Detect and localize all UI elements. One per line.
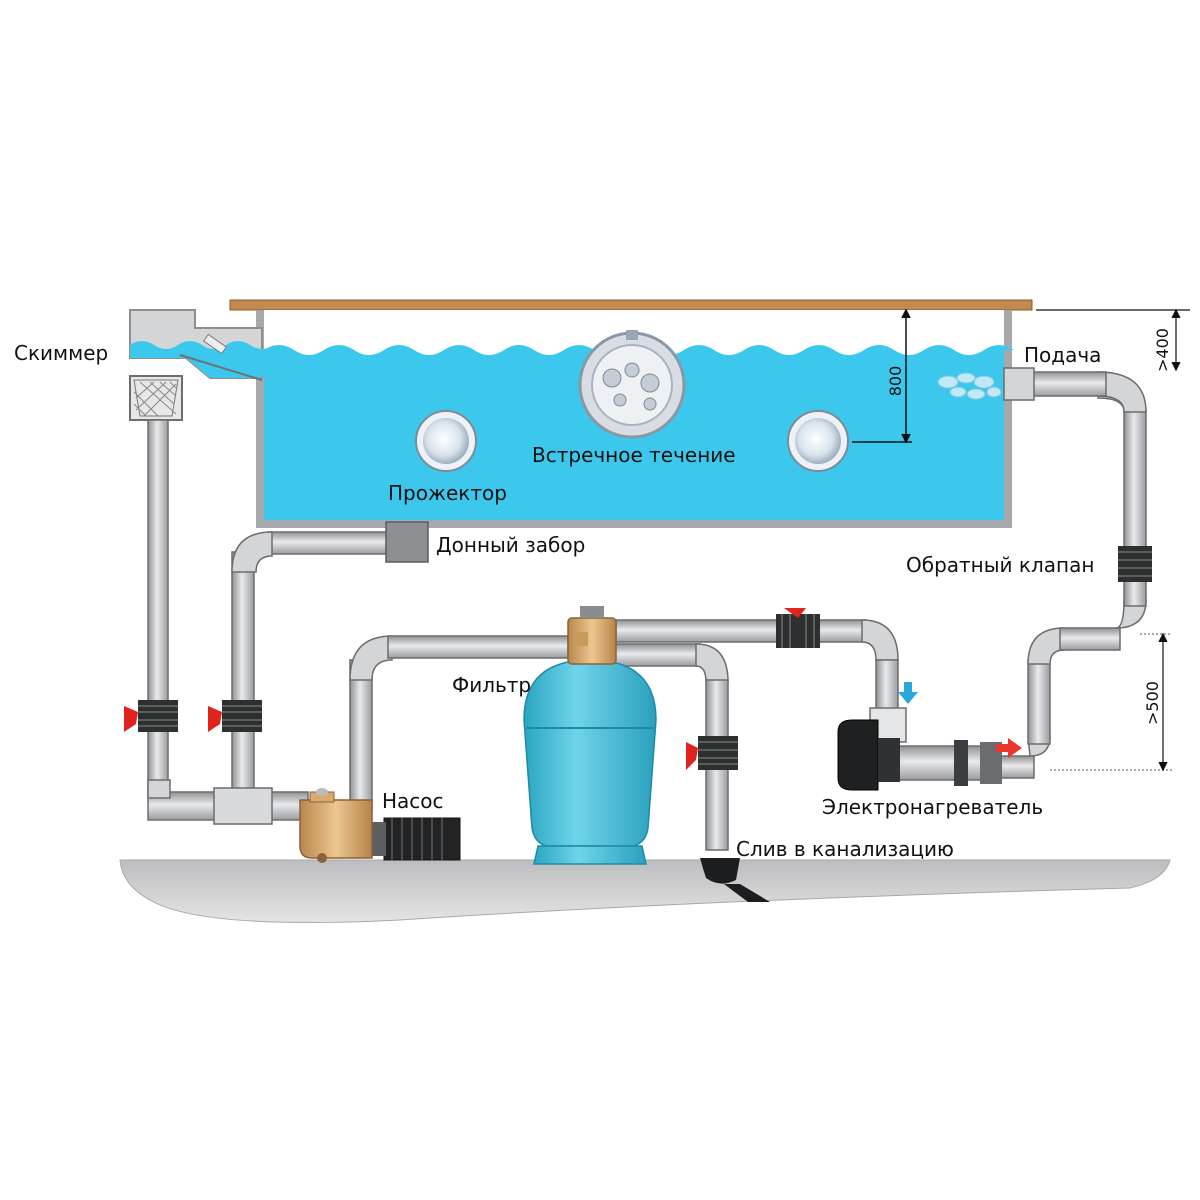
heater-label: Электронагреватель — [822, 795, 1043, 819]
filter-label: Фильтр — [452, 673, 531, 697]
pool-deck — [229, 299, 1033, 311]
bottom-drain-label: Донный забор — [436, 533, 585, 557]
supply-bubbles — [937, 372, 1002, 400]
check-valve-label: Обратный клапан — [906, 553, 1094, 577]
supply-height-dimension — [1036, 308, 1190, 372]
filter — [523, 606, 657, 865]
check-valve — [1118, 546, 1152, 582]
depth-dimension — [852, 308, 912, 444]
spotlight-left — [415, 410, 477, 472]
electric-heater — [837, 707, 1002, 791]
skimmer-valve — [124, 700, 178, 732]
flow-out-arrow — [996, 738, 1022, 758]
supply-height-label: >400 — [1153, 328, 1172, 372]
counter-current-label: Встречное течение — [532, 443, 736, 467]
heater-height-label: >500 — [1143, 681, 1162, 725]
sewer-outlet — [700, 858, 740, 884]
skimmer-basket — [129, 375, 183, 421]
flow-in-arrow — [898, 682, 918, 704]
spotlight-right — [787, 410, 849, 472]
pump — [299, 788, 461, 863]
bottom-drain-fitting — [385, 521, 429, 563]
bottom-drain-valve — [208, 700, 262, 732]
skimmer — [129, 309, 274, 421]
pump-label: Насос — [382, 789, 444, 813]
spotlight-label: Прожектор — [388, 481, 507, 505]
skimmer-label: Скиммер — [14, 341, 108, 365]
sewer-drain-label: Слив в канализацию — [736, 837, 954, 861]
heater-line-valve — [776, 608, 820, 648]
depth-dimension-label: 800 — [886, 366, 905, 397]
supply-label: Подача — [1024, 343, 1101, 367]
sewer-valve — [686, 736, 738, 770]
heater-height-dimension — [1050, 633, 1172, 771]
counter-current-unit — [578, 330, 686, 439]
ground — [119, 859, 1171, 923]
